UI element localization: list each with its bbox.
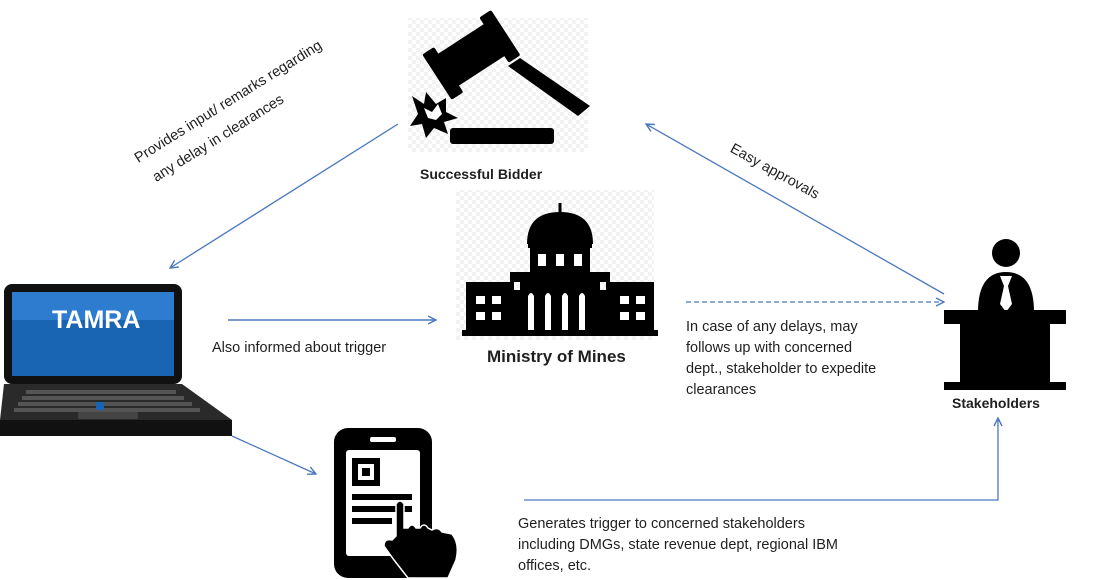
gavel-icon: [410, 10, 590, 144]
arrow-phone-to-stakeholders: [524, 418, 998, 501]
arrow-stakeholders-to-bidder: [646, 124, 945, 295]
edge-label-line: Generates trigger to concerned stakehold…: [518, 516, 805, 532]
bidder-label: Successful Bidder: [420, 166, 543, 182]
arrow-bidder-to-tamra: [170, 123, 399, 268]
edge-label-line: including DMGs, state revenue dept, regi…: [518, 537, 838, 553]
person-at-desk-icon: [944, 239, 1066, 390]
edge-label-phone-to-stakeholders: Generates trigger to concerned stakehold…: [518, 514, 838, 577]
arrow-tamra-to-phone: [231, 435, 316, 474]
government-building-icon: [462, 203, 658, 336]
smartphone-touch-icon: [334, 428, 459, 579]
ministry-label: Ministry of Mines: [487, 347, 626, 366]
edge-label-tamra-to-ministry: Also informed about trigger: [212, 340, 387, 356]
laptop-screen-text: TAMRA: [52, 306, 141, 334]
edge-label-ministry-to-stakeholders: In case of any delays, may follows up wi…: [686, 317, 876, 401]
edge-label-line: In case of any delays, may: [686, 319, 858, 335]
edge-label-line: follows up with concerned: [686, 340, 853, 356]
edge-label-line: dept., stakeholder to expedite: [686, 361, 877, 377]
edge-label-line: clearances: [686, 382, 757, 398]
laptop-icon: [0, 284, 232, 436]
edge-label-line: offices, etc.: [518, 558, 592, 574]
stakeholders-label: Stakeholders: [952, 395, 1040, 411]
